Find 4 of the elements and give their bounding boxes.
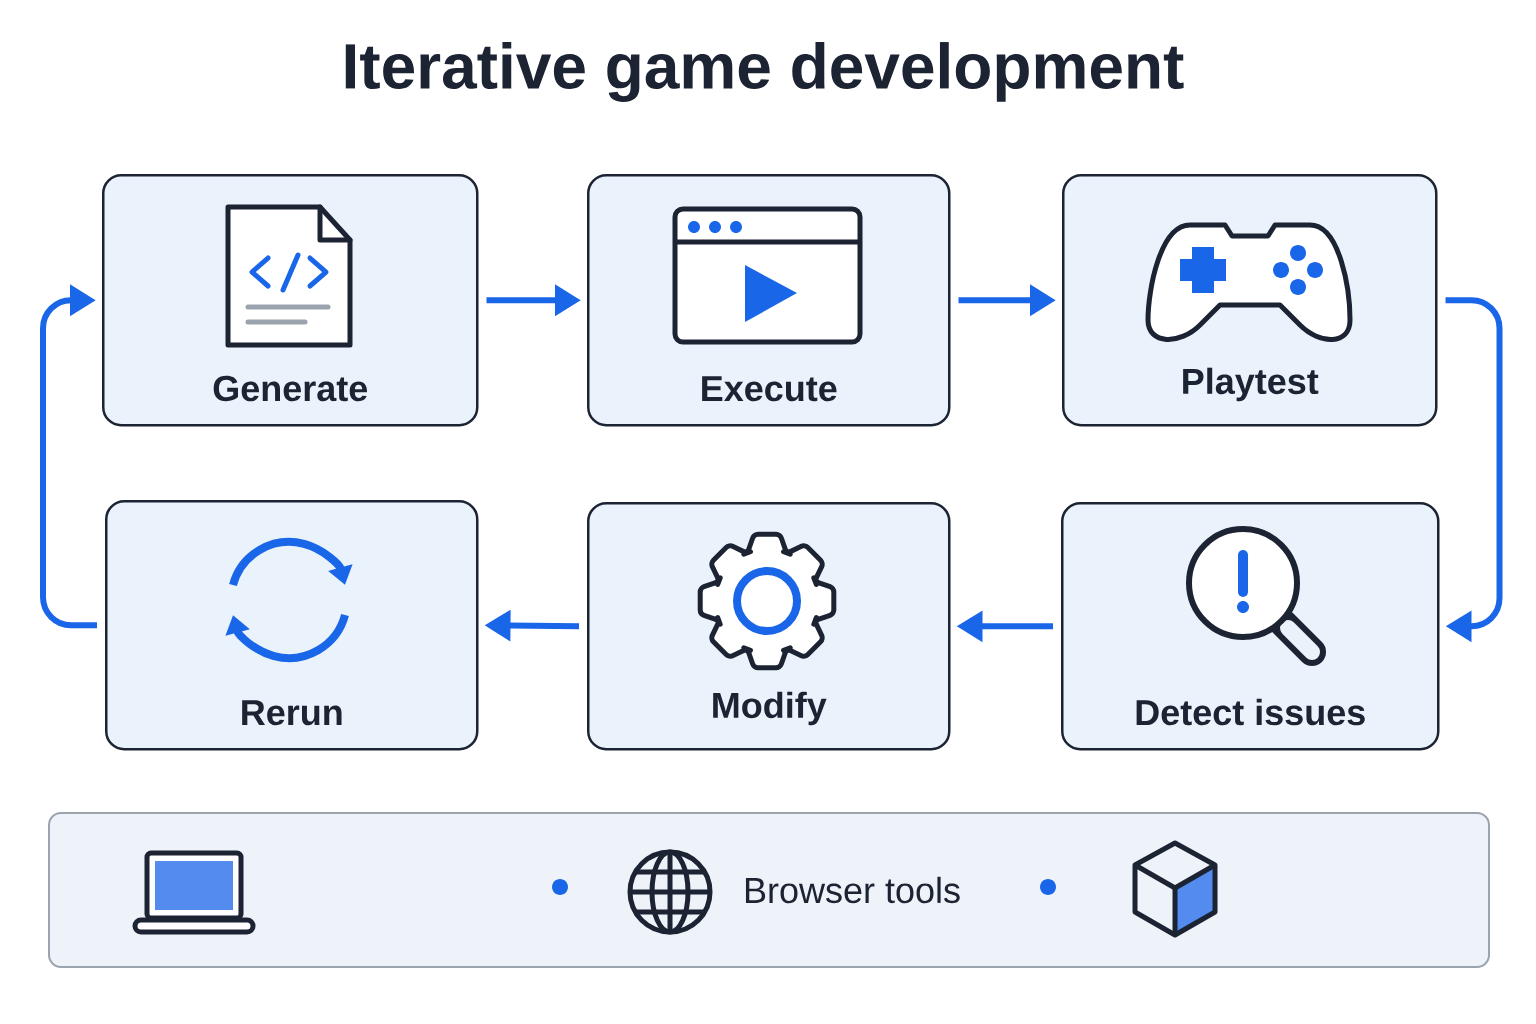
arrow xyxy=(1445,297,1503,643)
title: Iterative game development xyxy=(345,42,1184,102)
step-box: Rerun xyxy=(105,500,479,751)
tools-panel: Browser tools xyxy=(48,812,1490,968)
